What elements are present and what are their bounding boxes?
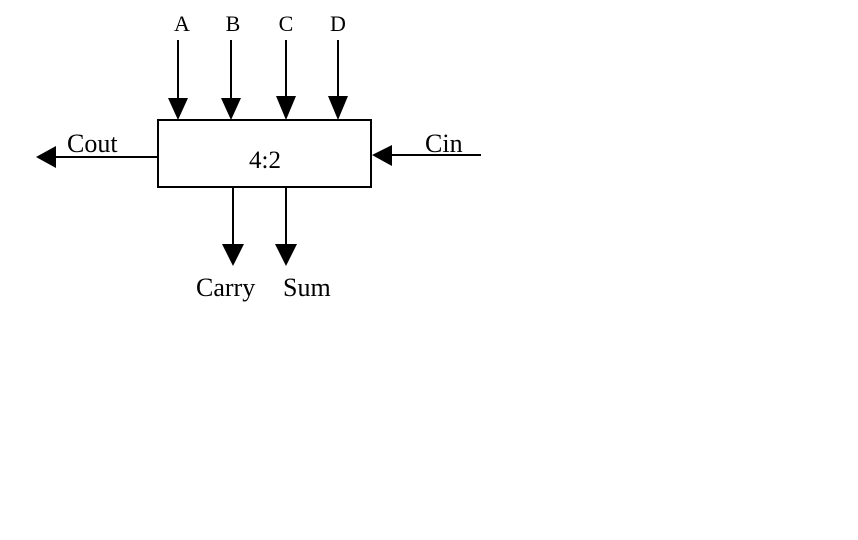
input-arrow-b [221,40,241,120]
input-arrow-a [168,40,188,120]
carry-arrow [222,187,244,266]
block-label: 4:2 [249,147,281,174]
compressor-block [157,119,372,188]
carry-label: Carry [196,273,255,302]
input-label-b: B [226,11,241,36]
input-arrow-d [328,40,348,120]
input-label-a: A [174,11,190,36]
input-label-c: C [279,11,294,36]
cin-arrow [372,145,481,166]
sum-label: Sum [283,273,331,302]
cout-arrow [36,146,158,168]
input-arrow-c [276,40,296,120]
cout-label: Cout [67,129,118,158]
cin-label: Cin [425,129,463,158]
sum-arrow [275,187,297,266]
input-label-d: D [330,11,346,36]
